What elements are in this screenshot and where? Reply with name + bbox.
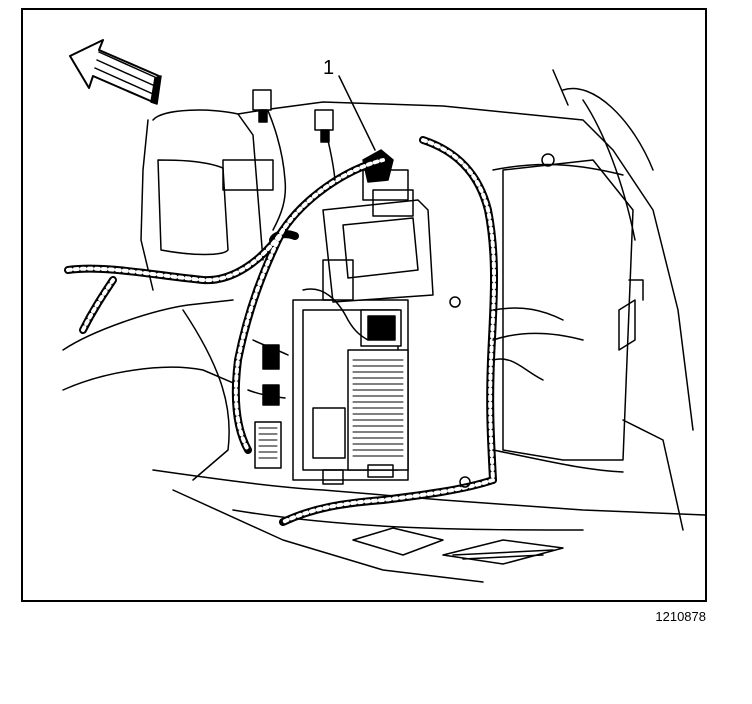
thin-wires (247, 99, 624, 473)
connectors (252, 89, 555, 488)
callout-leader-line (338, 75, 376, 151)
wiring-harness-inner (66, 138, 497, 524)
direction-arrow-icon (69, 39, 162, 105)
diagram-frame: 1 (21, 8, 707, 602)
callout-1: 1 (323, 57, 334, 79)
vehicle-body-panels (62, 69, 705, 583)
wiring-harness-illustration: 1 (62, 39, 705, 583)
figure-number: 1210878 (655, 609, 706, 624)
control-module (292, 299, 409, 485)
relay-bracket-assembly (322, 149, 434, 303)
